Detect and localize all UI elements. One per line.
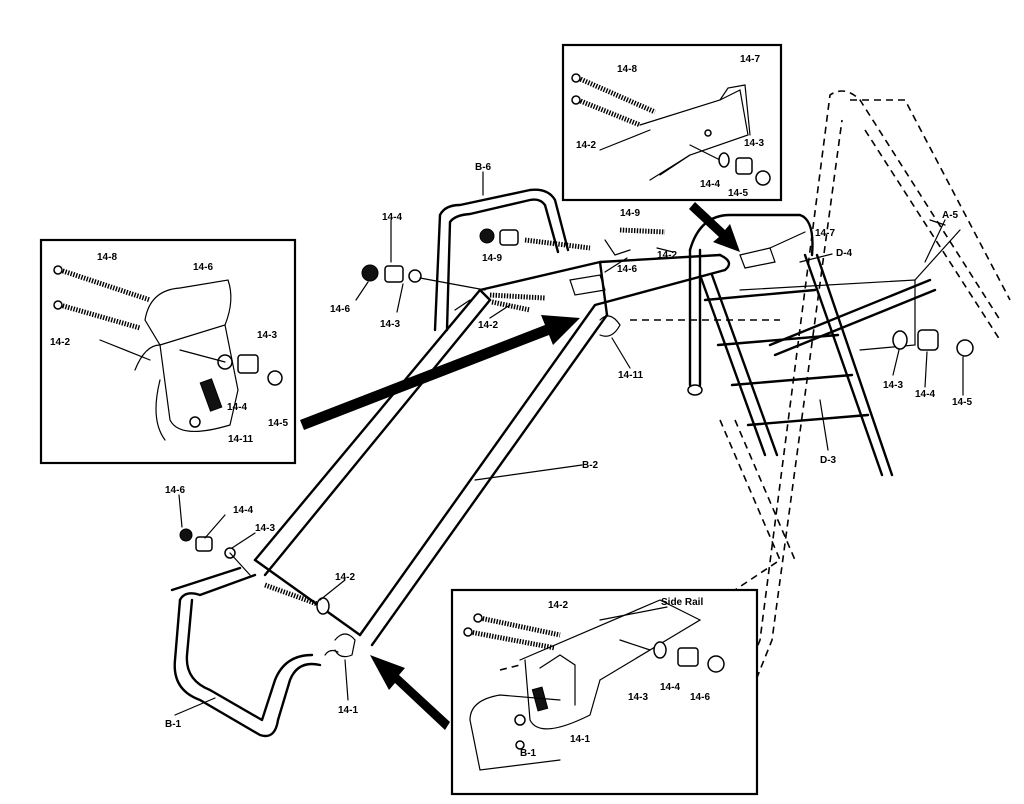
top-handle (433, 188, 570, 332)
arrow-to-bottom-bracket (370, 655, 450, 730)
label-14-7-main: 14-7 (815, 228, 835, 239)
inset-left-label-14-3: 14-3 (257, 330, 277, 341)
label-14-2-bottom: 14-2 (335, 572, 355, 583)
label-14-5-right: 14-5 (952, 397, 972, 408)
label-a5: A-5 (942, 210, 959, 221)
inset-left-label-14-8: 14-8 (97, 252, 117, 263)
label-14-6-mid: 14-6 (617, 264, 637, 275)
inset-left-label-14-11: 14-11 (228, 434, 253, 445)
inset-left-label-14-5: 14-5 (268, 418, 288, 429)
inset-br-label-b1: B-1 (520, 748, 537, 759)
label-14-2-mid: 14-2 (657, 250, 677, 261)
label-14-6-top: 14-6 (330, 304, 350, 315)
label-14-9-top: 14-9 (620, 208, 640, 219)
label-14-9-mid: 14-9 (482, 253, 502, 264)
label-b2: B-2 (582, 460, 599, 471)
inset-bottom-right (450, 588, 759, 796)
label-14-4-bottom: 14-4 (233, 505, 253, 516)
inset-left (39, 238, 297, 465)
top-hardware (479, 227, 776, 337)
inset-br-label-14-4: 14-4 (660, 682, 680, 693)
label-14-4-top: 14-4 (382, 212, 402, 223)
label-14-1-main: 14-1 (338, 705, 358, 716)
label-14-11-main: 14-11 (618, 370, 643, 381)
label-b6: B-6 (475, 162, 492, 173)
right-hardware (892, 329, 974, 357)
leader-lines (174, 171, 964, 716)
top-left-hardware (361, 264, 486, 291)
slide-bed (253, 253, 731, 647)
label-14-3-top: 14-3 (380, 319, 400, 330)
inset-top-right (561, 43, 783, 202)
inset-br-label-side-rail: Side Rail (661, 597, 703, 608)
inset-left-label-14-2: 14-2 (50, 337, 70, 348)
label-d3: D-3 (820, 455, 837, 466)
inset-tr-label-14-8: 14-8 (617, 64, 637, 75)
inset-left-label-14-4: 14-4 (227, 402, 247, 413)
inset-tr-label-14-3: 14-3 (744, 138, 764, 149)
part-labels: B-6 B-2 B-1 D-3 D-4 A-5 14-7 14-1 14-4 1… (50, 54, 972, 759)
inset-tr-label-14-7: 14-7 (740, 54, 760, 65)
label-14-3-bottom: 14-3 (255, 523, 275, 534)
inset-br-label-14-5: 14-6 (690, 692, 710, 703)
label-14-4-right: 14-4 (915, 389, 935, 400)
label-14-3-right: 14-3 (883, 380, 903, 391)
inset-left-label-14-6: 14-6 (193, 262, 213, 273)
arrow-to-ladder (689, 202, 740, 252)
inset-tr-label-14-2: 14-2 (576, 140, 596, 151)
bottom-bracket (324, 633, 356, 658)
inset-br-label-14-3: 14-3 (628, 692, 648, 703)
label-d4: D-4 (836, 248, 853, 259)
inset-br-label-14-1: 14-1 (570, 734, 590, 745)
label-14-6-bottom: 14-6 (165, 485, 185, 496)
bottom-handle (170, 566, 322, 738)
inset-br-label-14-2: 14-2 (548, 600, 568, 611)
label-b1: B-1 (165, 719, 182, 730)
platform (739, 219, 961, 357)
arrow-to-top-bracket (300, 315, 580, 430)
inset-tr-label-14-4: 14-4 (700, 179, 720, 190)
inset-tr-label-14-5: 14-5 (728, 188, 748, 199)
bottom-left-hardware (179, 528, 251, 576)
label-14-2-left: 14-2 (478, 320, 498, 331)
bottom-bolt (264, 582, 330, 615)
